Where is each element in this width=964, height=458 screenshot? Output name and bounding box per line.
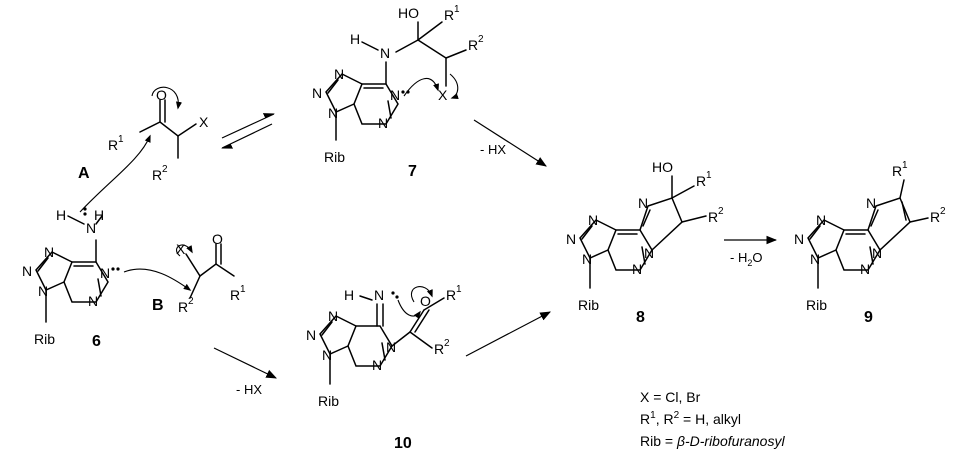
atom-ho: HO xyxy=(398,5,419,21)
atom-x: X xyxy=(176,241,186,257)
legend-rib-definition: Rib = β-D-ribofuranosyl xyxy=(640,433,785,449)
atom-o: O xyxy=(420,293,431,309)
atom-ho: HO xyxy=(652,159,673,175)
atom-n: N xyxy=(334,66,344,82)
legend-x-definition: X = Cl, Br xyxy=(640,389,701,405)
superscript-2: 2 xyxy=(162,164,168,175)
atom-r: R xyxy=(230,287,240,303)
atom-h: H xyxy=(56,207,66,223)
atom-r: R xyxy=(892,163,902,179)
atom-n: N xyxy=(380,45,390,61)
haloketone-a: O X R 1 R 2 xyxy=(108,86,209,183)
atom-rib: Rib xyxy=(578,297,599,313)
legend-r-definition: R1, R2 = H, alkyl xyxy=(640,410,741,427)
compound-number-6: 6 xyxy=(92,333,101,350)
atom-n: N xyxy=(860,261,870,277)
superscript-1: 1 xyxy=(118,134,124,145)
atom-r: R xyxy=(108,137,118,153)
pathway-a-label: A xyxy=(78,165,90,182)
compound-number-8: 8 xyxy=(636,309,645,326)
atom-r: R xyxy=(178,299,188,315)
atom-n: N xyxy=(374,287,384,303)
superscript-1: 1 xyxy=(454,4,460,15)
superscript-1: 1 xyxy=(706,170,712,181)
compound-number-10: 10 xyxy=(394,435,412,452)
atom-n: N xyxy=(644,245,654,261)
atom-n: N xyxy=(816,212,826,228)
atom-n: N xyxy=(378,115,388,131)
atom-n: N xyxy=(588,212,598,228)
atom-n: N xyxy=(372,357,382,373)
atom-n: N xyxy=(312,85,322,101)
superscript-1: 1 xyxy=(902,160,908,171)
atom-r: R xyxy=(434,341,444,357)
haloketone-b: X O R 2 R 1 xyxy=(176,231,246,315)
condition-minus-hx: - HX xyxy=(480,142,506,157)
legend: X = Cl, Br R1, R2 = H, alkyl Rib = β-D-r… xyxy=(640,389,785,449)
atom-r: R xyxy=(444,7,454,23)
superscript-2: 2 xyxy=(188,296,194,307)
compound-number-9: 9 xyxy=(864,309,873,326)
atom-n: N xyxy=(88,293,98,309)
compound-8: N N N N N N HO R 1 R 2 Rib 8 xyxy=(566,159,724,326)
atom-n: N xyxy=(566,231,576,247)
pathway-b-label: B xyxy=(152,297,164,314)
atom-rib: Rib xyxy=(318,393,339,409)
condition-minus-h2o: - H2O xyxy=(730,250,762,268)
compound-9: N N N N N N R 1 R 2 Rib 9 xyxy=(794,160,946,326)
atom-n: N xyxy=(810,251,820,267)
atom-r: R xyxy=(930,209,940,225)
atom-rib: Rib xyxy=(324,149,345,165)
atom-n: N xyxy=(390,87,400,103)
atom-n: N xyxy=(86,220,96,236)
superscript-2: 2 xyxy=(478,34,484,45)
atom-r: R xyxy=(468,37,478,53)
superscript-1: 1 xyxy=(456,284,462,295)
superscript-1: 1 xyxy=(240,284,246,295)
compound-6: N N N N N N H H Rib 6 xyxy=(22,207,120,350)
atom-r: R xyxy=(152,167,162,183)
compound-number-7: 7 xyxy=(408,163,417,180)
atom-h: H xyxy=(350,31,360,47)
atom-n: N xyxy=(328,308,338,324)
atom-x: X xyxy=(438,87,448,103)
atom-n: N xyxy=(44,244,54,260)
atom-n: N xyxy=(38,283,48,299)
atom-n: N xyxy=(322,347,332,363)
atom-r: R xyxy=(696,173,706,189)
atom-r: R xyxy=(446,287,456,303)
atom-n: N xyxy=(386,339,396,355)
atom-x: X xyxy=(199,114,209,130)
atom-n: N xyxy=(872,245,882,261)
condition-minus-hx: - HX xyxy=(236,382,262,397)
compound-10: N N N N N N H O R 1 R 2 Rib 10 xyxy=(306,284,462,452)
atom-n: N xyxy=(794,231,804,247)
atom-n: N xyxy=(328,105,338,121)
compound-7: N N N N N N H HO R 1 R 2 X Rib 7 xyxy=(312,4,484,180)
atom-rib: Rib xyxy=(34,331,55,347)
atom-r: R xyxy=(708,209,718,225)
superscript-2: 2 xyxy=(940,206,946,217)
superscript-2: 2 xyxy=(444,338,450,349)
atom-n: N xyxy=(632,261,642,277)
atom-n: N xyxy=(582,251,592,267)
atom-n: N xyxy=(306,327,316,343)
atom-n: N xyxy=(100,265,110,281)
atom-n: N xyxy=(22,263,32,279)
atom-o: O xyxy=(156,87,167,103)
superscript-2: 2 xyxy=(718,206,724,217)
atom-n: N xyxy=(638,195,648,211)
atom-o: O xyxy=(212,231,223,247)
atom-h: H xyxy=(94,207,104,223)
atom-h: H xyxy=(344,287,354,303)
atom-n: N xyxy=(866,195,876,211)
atom-rib: Rib xyxy=(806,297,827,313)
